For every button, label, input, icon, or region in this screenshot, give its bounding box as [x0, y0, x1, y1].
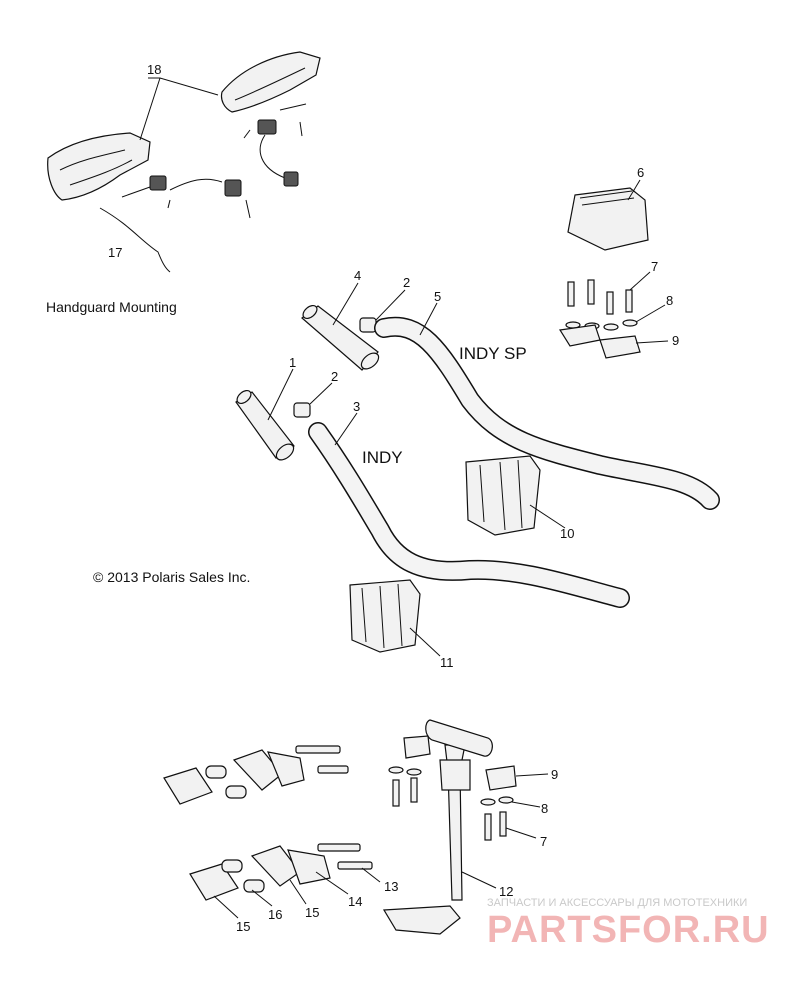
handguard-left [47, 132, 151, 201]
leader-13 [361, 867, 381, 883]
handguard-mounting-label: Handguard Mounting [46, 299, 177, 315]
callout-15-left: 15 [236, 919, 250, 934]
leader-11 [409, 627, 441, 657]
bracket-17 [99, 207, 171, 273]
watermark-logo: PARTSFOR.RU [487, 909, 770, 951]
callout-2-upper: 2 [403, 275, 410, 290]
riser-assembly-upper [163, 745, 349, 805]
leader-14 [315, 871, 349, 895]
leader-15-left [213, 895, 239, 919]
leader-18 [139, 77, 219, 141]
copyright-notice: © 2013 Polaris Sales Inc. [93, 569, 250, 585]
handlebar-pad [567, 187, 649, 251]
callout-9-lower: 9 [551, 767, 558, 782]
leader-2-upper [375, 289, 406, 321]
callout-3: 3 [353, 399, 360, 414]
callout-9-upper: 9 [672, 333, 679, 348]
clamp-bolts-upper [559, 279, 641, 359]
bushing-2-lower [293, 402, 311, 418]
callout-13: 13 [384, 879, 398, 894]
callout-10: 10 [560, 526, 574, 541]
callout-4: 4 [354, 268, 361, 283]
leader-16 [251, 889, 273, 907]
leader-1 [267, 368, 294, 421]
callout-17: 17 [108, 245, 122, 260]
handlebar-indy-sp [374, 316, 720, 510]
callout-7-upper: 7 [651, 259, 658, 274]
leader-12 [461, 871, 497, 889]
callout-2-lower: 2 [331, 369, 338, 384]
callout-1: 1 [289, 355, 296, 370]
callout-11: 11 [440, 655, 454, 670]
callout-18: 18 [147, 62, 161, 77]
callout-16: 16 [268, 907, 282, 922]
leader-6 [627, 179, 641, 201]
steering-post [382, 719, 493, 935]
callout-8-upper: 8 [666, 293, 673, 308]
callout-7-lower: 7 [540, 834, 547, 849]
handguard-mount-left [121, 175, 251, 219]
callout-8-lower: 8 [541, 801, 548, 816]
leader-7-lower [505, 827, 537, 839]
leader-15-right [289, 879, 307, 905]
leader-7-upper [629, 271, 651, 291]
leader-8-lower [511, 801, 541, 808]
callout-15-right: 15 [305, 905, 319, 920]
grip-1 [235, 389, 295, 461]
riser-clamp-10 [465, 455, 541, 536]
leader-10 [529, 504, 566, 529]
callout-12: 12 [499, 884, 513, 899]
leader-9-lower [515, 773, 549, 777]
leader-4 [332, 282, 359, 326]
callout-5: 5 [434, 289, 441, 304]
callout-14: 14 [348, 894, 362, 909]
handlebar-indy [308, 422, 630, 608]
leader-2-lower [309, 382, 333, 405]
post-clamps [388, 735, 517, 841]
handguard-mount-right [243, 103, 307, 187]
handguard-right [220, 51, 321, 113]
indy-sp-label: INDY SP [459, 344, 527, 363]
leader-9-upper [635, 340, 669, 344]
leader-3 [334, 412, 358, 446]
riser-assembly-lower [189, 843, 373, 901]
leader-8-upper [635, 304, 666, 323]
grip-4 [301, 304, 380, 371]
bushing-2-upper [359, 317, 377, 333]
callout-6: 6 [637, 165, 644, 180]
watermark-tagline: ЗАПЧАСТИ И АКСЕССУАРЫ ДЛЯ МОТОТЕХНИКИ [487, 897, 747, 909]
indy-label: INDY [362, 448, 403, 467]
leader-5 [419, 302, 438, 336]
riser-clamp-11 [349, 579, 421, 653]
